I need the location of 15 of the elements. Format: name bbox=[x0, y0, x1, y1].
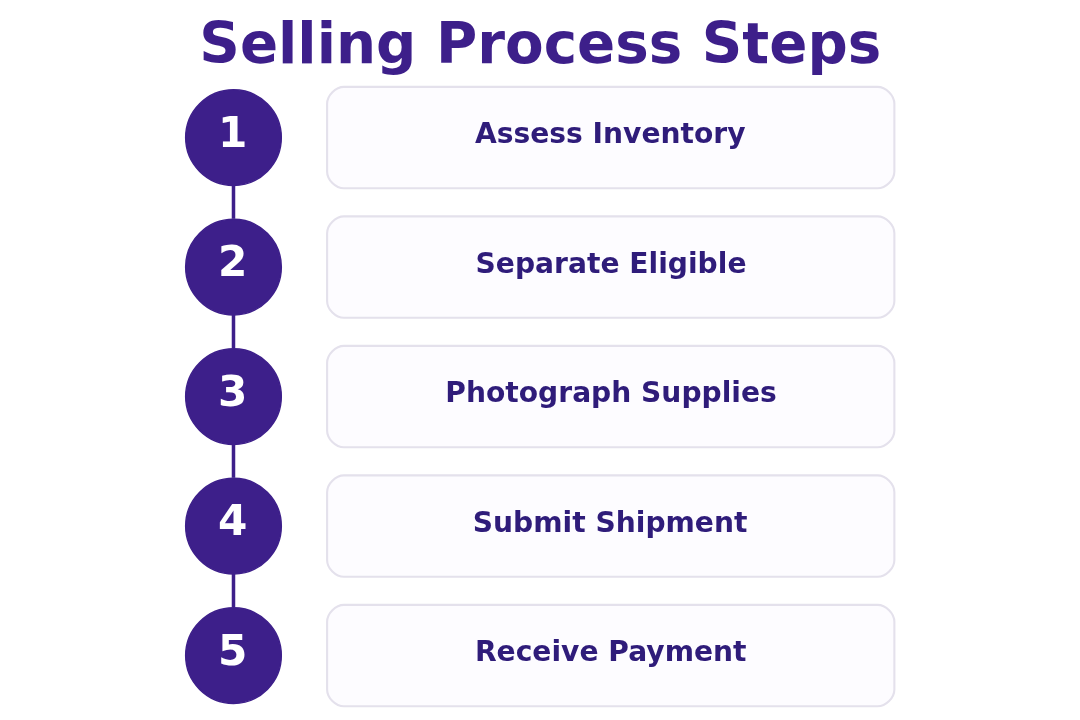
diagram-title: Selling Process Steps bbox=[199, 10, 882, 76]
node-box: Photograph Supplies bbox=[326, 344, 896, 449]
node-circle: 5 bbox=[184, 607, 283, 705]
node-box: Assess Inventory bbox=[326, 85, 896, 190]
node-circle: 1 bbox=[184, 89, 283, 187]
connector bbox=[231, 185, 236, 219]
connector bbox=[231, 314, 236, 349]
node-circle: 3 bbox=[184, 348, 283, 446]
connector bbox=[231, 573, 236, 608]
node-box: Submit Shipment bbox=[326, 474, 896, 578]
node-circle: 4 bbox=[184, 477, 283, 575]
node-circle: 2 bbox=[184, 218, 283, 316]
connector bbox=[231, 444, 236, 478]
node-box: Separate Eligible bbox=[326, 215, 896, 319]
node-box: Receive Payment bbox=[326, 603, 896, 708]
